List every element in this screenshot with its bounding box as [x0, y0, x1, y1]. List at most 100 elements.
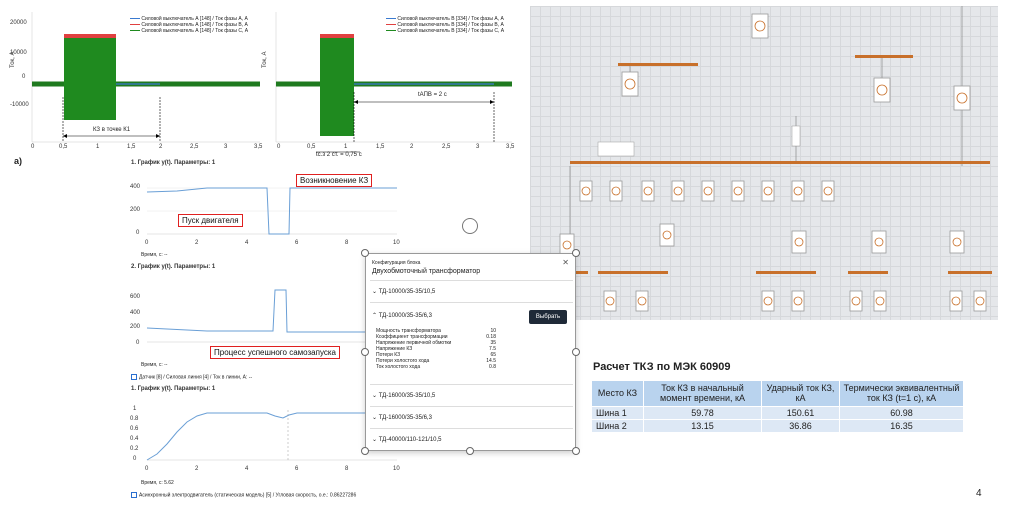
- right-legend-a: Силовой выключатель В [334] / Ток фазы А…: [397, 16, 504, 22]
- dialog-item-3[interactable]: ⌄ ТД-16000/35-35/6,3: [372, 415, 432, 421]
- right-chart-annotation-apv: tАПВ = 2 с: [418, 92, 447, 98]
- chevron-down-icon: ⌄: [372, 415, 378, 421]
- right-chart-legend: Силовой выключатель В [334] / Ток фазы А…: [386, 16, 504, 34]
- close-icon[interactable]: ✕: [562, 258, 569, 267]
- table-header: Ток КЗ в начальный момент времени, кА: [643, 380, 762, 407]
- left-xtick: 0: [31, 144, 35, 150]
- graph1-xtick: 0: [145, 240, 149, 246]
- graph1-ytick-0: 400: [130, 184, 141, 190]
- left-chart-fault-top: [64, 34, 116, 38]
- right-xtick: 1,5: [376, 144, 385, 150]
- bus-7: [618, 63, 698, 66]
- resize-handle[interactable]: [361, 348, 369, 356]
- chevron-down-icon: ⌄: [372, 437, 378, 443]
- dialog-item-0[interactable]: ⌄ ТД-10000/35-35/10,5: [372, 289, 436, 295]
- graph1-title: 1. График y(t). Параметры: 1: [131, 160, 216, 166]
- motor-icon: [579, 180, 987, 312]
- graph3-ytick-4: 0.2: [130, 446, 139, 452]
- left-xtick: 3: [224, 144, 228, 150]
- bus-main-13: [570, 161, 990, 164]
- resize-handle[interactable]: [572, 447, 580, 455]
- graph1-series: [146, 187, 397, 235]
- left-chart-legend: Силовой выключатель А [148] / Ток фазы А…: [130, 16, 248, 34]
- dialog-item-1[interactable]: ⌃ ТД-10000/35-35/6,3: [372, 313, 432, 319]
- table-cell: Шина 2: [591, 418, 644, 433]
- right-xtick: 0: [277, 144, 281, 150]
- right-xtick: 3,5: [506, 144, 515, 150]
- resize-handle[interactable]: [466, 447, 474, 455]
- graph1-panel: 1. График y(t). Параметры: 1 400 200 0 0…: [127, 158, 407, 260]
- graph3-ytick-0: 1: [133, 406, 137, 412]
- graph2-panel: 2. График y(t). Параметры: 1 600 400 200…: [127, 262, 367, 392]
- left-ytick-3: -10000: [10, 102, 29, 108]
- breaker-icon: [791, 125, 801, 147]
- graph3-ytick-3: 0.4: [130, 436, 139, 442]
- left-legend-b: Силовой выключатель А [148] / Ток фазы B…: [141, 22, 248, 28]
- chevron-down-icon: ⌄: [372, 393, 378, 399]
- graph1-ytick-2: 0: [136, 230, 140, 236]
- graph2-ytick-1: 400: [130, 310, 141, 316]
- table-header: Термически эквивалентный ток КЗ (t=1 с),…: [839, 380, 964, 407]
- right-xtick: 2: [410, 144, 414, 150]
- table-cell: 36.86: [761, 418, 840, 433]
- graph1-xtick: 4: [245, 240, 249, 246]
- graph3-panel: 1. График y(t). Параметры: 1 1 0.8 0.6 0…: [127, 384, 407, 504]
- bus-245: [948, 271, 992, 274]
- schematic-canvas[interactable]: [530, 6, 998, 320]
- graph3-ytick-5: 0: [133, 456, 137, 462]
- left-xtick: 0,5: [59, 144, 68, 150]
- graph3-ytick-2: 0.6: [130, 426, 139, 432]
- tkz-table: Место КЗ Ток КЗ в начальный момент време…: [591, 380, 964, 433]
- graph3-footer: Время, с: 5.62: [141, 480, 174, 486]
- dialog-title: Двухобмоточный трансформатор: [372, 268, 481, 275]
- schematic-node-box[interactable]: [597, 141, 635, 157]
- right-chart-ylabel: Ток, А: [262, 51, 268, 69]
- graph3-xtick: 6: [295, 466, 299, 472]
- table-row: Шина 1 59.78 150.61 60.98: [591, 405, 964, 420]
- right-xtick: 2,5: [442, 144, 451, 150]
- graph3-legend[interactable]: Асинхронный электродвигатель (статическа…: [131, 492, 356, 498]
- dialog-item-2[interactable]: ⌄ ТД-16000/35-35/10,5: [372, 393, 436, 399]
- table-header-row: Место КЗ Ток КЗ в начальный момент време…: [591, 380, 964, 407]
- graph2-legend[interactable]: Датчик [8] / Силовая линия [4] / Ток в л…: [131, 374, 252, 380]
- table-cell: Шина 1: [591, 405, 644, 420]
- table-cell: 16.35: [839, 418, 964, 433]
- right-xtick: 3: [476, 144, 480, 150]
- left-chart-fault-burst: [64, 36, 116, 120]
- graph2-title: 2. График y(t). Параметры: 1: [131, 264, 216, 270]
- rotate-handle-icon[interactable]: [462, 218, 478, 234]
- table-cell: 59.78: [643, 405, 762, 420]
- left-xtick: 2,5: [190, 144, 199, 150]
- block-config-dialog: Конфигурация блока ✕ Двухобмоточный тран…: [365, 253, 576, 451]
- graph1-xtick: 8: [345, 240, 349, 246]
- select-button[interactable]: Выбрать: [529, 310, 567, 324]
- right-xtick: 1: [344, 144, 348, 150]
- table-row: Шина 2 13.15 36.86 16.35: [591, 418, 964, 433]
- graph3-ytick-1: 0.8: [130, 416, 139, 422]
- graph2-legend-checkbox[interactable]: [131, 374, 137, 380]
- table-cell: 150.61: [761, 405, 840, 420]
- resize-handle[interactable]: [361, 447, 369, 455]
- graph1-xtick: 10: [393, 240, 400, 246]
- annot-self-start: Процесс успешного самозапуска: [210, 346, 340, 359]
- page-number: 4: [976, 488, 982, 499]
- bus-60: [598, 271, 668, 274]
- dialog-header: Конфигурация блока: [372, 260, 421, 266]
- left-xtick: 1,5: [127, 144, 136, 150]
- graph3-legend-checkbox[interactable]: [131, 492, 137, 498]
- dialog-item-4[interactable]: ⌄ ТД-40000/110-121/10,5: [372, 437, 442, 443]
- table-header: Место КЗ: [591, 380, 644, 407]
- table-title: Расчет ТКЗ по МЭК 60909: [593, 361, 731, 373]
- resize-handle[interactable]: [572, 249, 580, 257]
- resize-handle[interactable]: [361, 249, 369, 257]
- table-cell: 60.98: [839, 405, 964, 420]
- graph1-xtick: 2: [195, 240, 199, 246]
- graph1-ytick-1: 200: [130, 207, 141, 213]
- left-ytick-1: 10000: [10, 50, 27, 56]
- bus-241: [848, 271, 888, 274]
- single-line-diagram: [559, 6, 992, 312]
- right-chart-fault-burst: [320, 36, 354, 136]
- left-current-chart: [31, 12, 260, 143]
- resize-handle[interactable]: [572, 348, 580, 356]
